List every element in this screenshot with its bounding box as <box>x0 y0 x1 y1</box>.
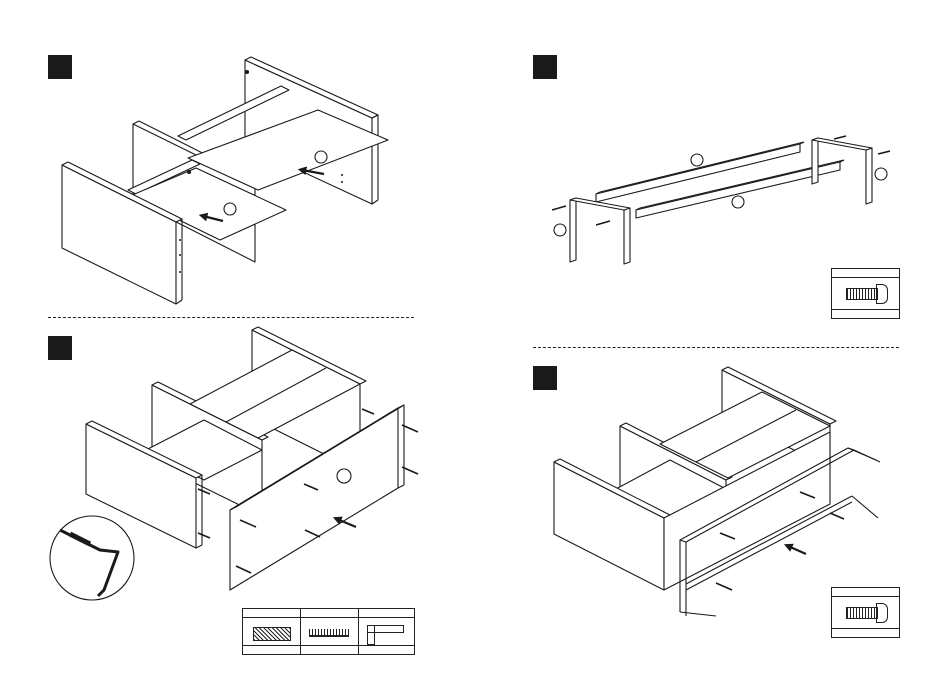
left-end-frame <box>570 198 630 264</box>
hardware-table-step-c <box>831 268 900 319</box>
long-bar-lower <box>636 162 840 218</box>
hardware-table-step-b <box>242 608 415 655</box>
step-c-illustration <box>552 136 890 264</box>
wood-screw-icon <box>301 609 359 654</box>
detail-callout <box>50 516 134 600</box>
step-a-illustration <box>62 57 388 304</box>
step-b-illustration <box>50 327 418 600</box>
bolt-icon <box>846 607 878 619</box>
step-d-illustration <box>554 367 880 616</box>
allen-key-icon <box>359 609 416 654</box>
dowel-icon <box>243 609 301 654</box>
hardware-table-step-d <box>831 587 900 638</box>
bolt-icon <box>846 288 878 300</box>
long-bar-upper <box>596 144 800 202</box>
